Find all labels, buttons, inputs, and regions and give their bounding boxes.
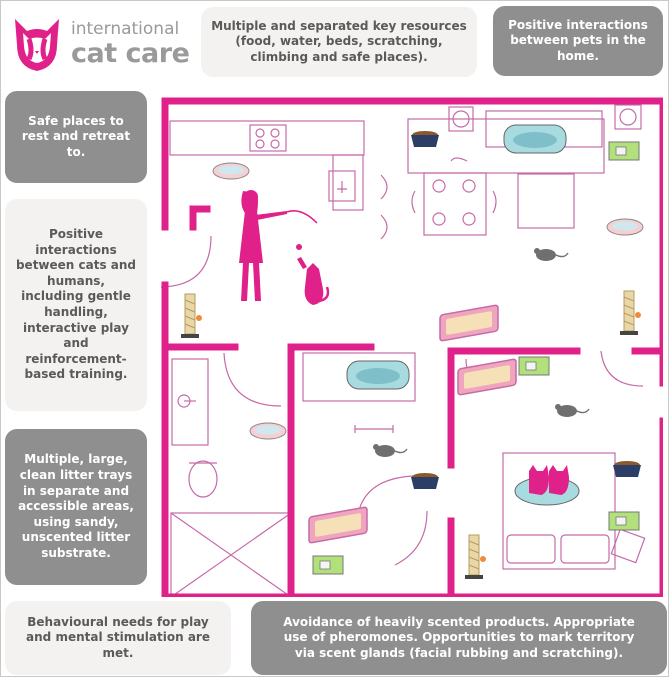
callout-scent: Avoidance of heavily scented products. A… [251, 601, 667, 675]
callout-safe-places-text: Safe places to rest and retreat to. [21, 113, 131, 159]
toy-mouse-icon [554, 403, 590, 418]
food-bowl-icon [613, 461, 641, 477]
water-bowl-icon [212, 162, 250, 180]
callout-resources-text: Multiple and separated key resources (fo… [211, 18, 467, 64]
scratching-post-icon [464, 534, 487, 580]
brand-line-2: cat care [71, 38, 190, 69]
water-bowl-icon [606, 218, 644, 236]
cat-logo-icon [15, 19, 59, 71]
cat-carrier-icon [312, 555, 344, 575]
woman-with-wand-icon [239, 190, 318, 301]
callout-resources: Multiple and separated key resources (fo… [201, 7, 477, 77]
callout-humans: Positive interactions between cats and h… [5, 199, 147, 411]
callout-pets-text: Positive interactions between pets in th… [508, 17, 648, 63]
cat-carrier-icon [608, 141, 640, 161]
water-bowl-icon [249, 422, 287, 440]
callout-humans-text: Positive interactions between cats and h… [15, 227, 137, 382]
cat-bed-icon [503, 124, 567, 154]
callout-litter: Multiple, large, clean litter trays in s… [5, 429, 147, 585]
playing-cat-icon [297, 257, 330, 305]
litter-tray-icon [308, 506, 368, 544]
brand-line-1: international [71, 19, 180, 39]
cat-carrier-icon [608, 511, 640, 531]
cat-carrier-icon [518, 356, 550, 376]
callout-play-text: Behavioural needs for play and mental st… [26, 614, 210, 660]
callout-safe-places: Safe places to rest and retreat to. [5, 91, 147, 183]
callout-scent-text: Avoidance of heavily scented products. A… [283, 614, 635, 660]
callout-play: Behavioural needs for play and mental st… [5, 601, 231, 675]
floor-plan [160, 97, 663, 597]
callout-litter-text: Multiple, large, clean litter trays in s… [18, 452, 134, 560]
logo: international cat care [9, 9, 199, 79]
cat-bed-icon [346, 360, 410, 390]
scratching-post-icon [619, 290, 642, 336]
litter-tray-icon [439, 304, 499, 342]
food-bowl-icon [411, 131, 439, 147]
two-cats-in-bed-icon [514, 465, 580, 506]
scratching-post-icon [180, 293, 203, 339]
toy-mouse-icon [533, 247, 569, 262]
food-bowl-icon [411, 473, 439, 489]
toy-mouse-icon [372, 443, 408, 458]
callout-pets: Positive interactions between pets in th… [493, 6, 663, 76]
